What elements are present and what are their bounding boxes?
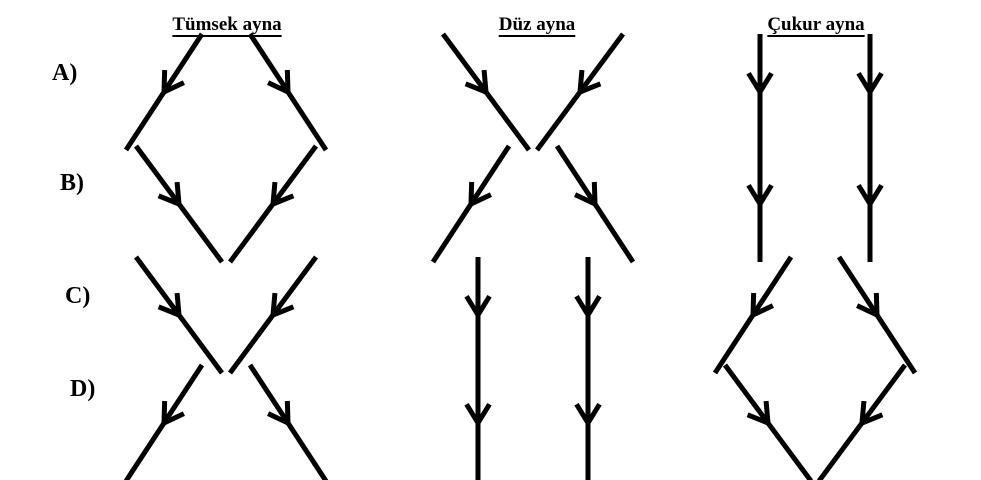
ray-a-plane-right-arrowhead (580, 70, 582, 92)
ray-a-convex-right-arrowhead (287, 70, 288, 92)
ray-a-convex-left-arrowhead (164, 70, 165, 92)
ray-c-concave-left-arrowhead (753, 293, 754, 315)
ray-b-plane-right-arrowhead (594, 182, 595, 204)
ray-d-convex-left-arrowhead (164, 401, 165, 423)
ray-d-convex-right-arrowhead (287, 401, 288, 423)
ray-c-convex-right-arrowhead (273, 293, 275, 315)
ray-b-convex-right-arrowhead (273, 182, 275, 204)
ray-d-concave-right-arrowhead (862, 401, 864, 423)
ray-b-plane-left-arrowhead (471, 182, 472, 204)
ray-c-concave-right-arrowhead (876, 293, 877, 315)
